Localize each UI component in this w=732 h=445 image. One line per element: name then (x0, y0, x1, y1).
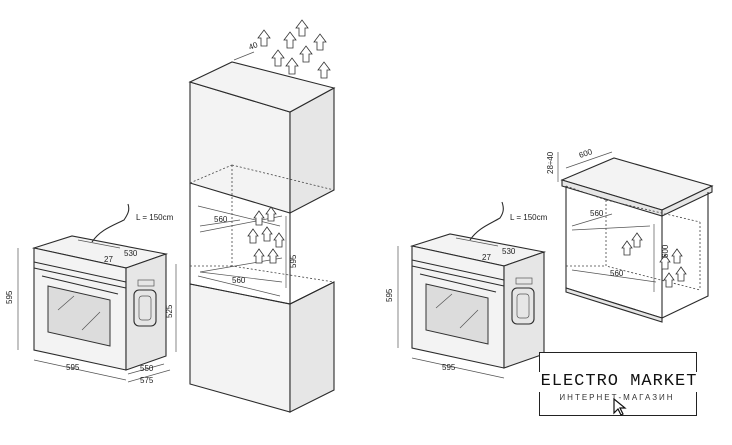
oven-right (409, 201, 547, 369)
dim-40: 40 (247, 40, 259, 52)
dim-595-width-right: 595 (442, 363, 456, 372)
dim-595-height-right: 595 (385, 288, 394, 302)
airflow-arrows-top (257, 19, 331, 79)
left-cabinet-dimensions: 40 560 560 595 (199, 40, 298, 288)
dim-595-niche: 595 (289, 254, 298, 268)
brand-name: ELECTRO MARKET (519, 372, 719, 392)
right-oven-dimensions: 595 595 530 27 (385, 237, 516, 379)
oven-left (31, 203, 169, 371)
dim-560-top-right: 560 (590, 209, 604, 218)
brand-subtitle: ИНТЕРНЕТ-МАГАЗИН (559, 393, 675, 402)
dim-28-40: 28÷40 (546, 151, 555, 174)
dim-560-bottom-right: 560 (610, 269, 624, 278)
dim-560-top: 560 (214, 215, 228, 224)
dim-530: 530 (124, 249, 138, 258)
dim-575: 575 (140, 376, 154, 385)
dim-600-top: 600 (578, 147, 594, 160)
cable-length-right: L = 150cm (510, 213, 548, 222)
dim-595-width: 595 (66, 363, 80, 372)
right-cabinet-dimensions: 28÷40 600 560 560 600 (546, 147, 670, 292)
cable-length-left: L = 150cm (136, 213, 174, 222)
dim-27: 27 (104, 255, 113, 264)
column-cabinet (188, 61, 336, 413)
airflow-arrows-counter (621, 232, 687, 288)
dim-525: 525 (165, 304, 174, 318)
dim-600-height: 600 (661, 244, 670, 258)
dim-560-bottom: 560 (232, 276, 246, 285)
dim-27-right: 27 (482, 253, 491, 262)
dim-530-right: 530 (502, 247, 516, 256)
dim-550: 550 (140, 364, 154, 373)
dim-595-height: 595 (5, 290, 14, 304)
left-oven-dimensions: 595 595 525 550 575 530 27 (5, 239, 177, 385)
cursor-icon (613, 398, 627, 416)
airflow-arrows-niche (247, 206, 285, 264)
counter-cabinet (560, 157, 714, 323)
